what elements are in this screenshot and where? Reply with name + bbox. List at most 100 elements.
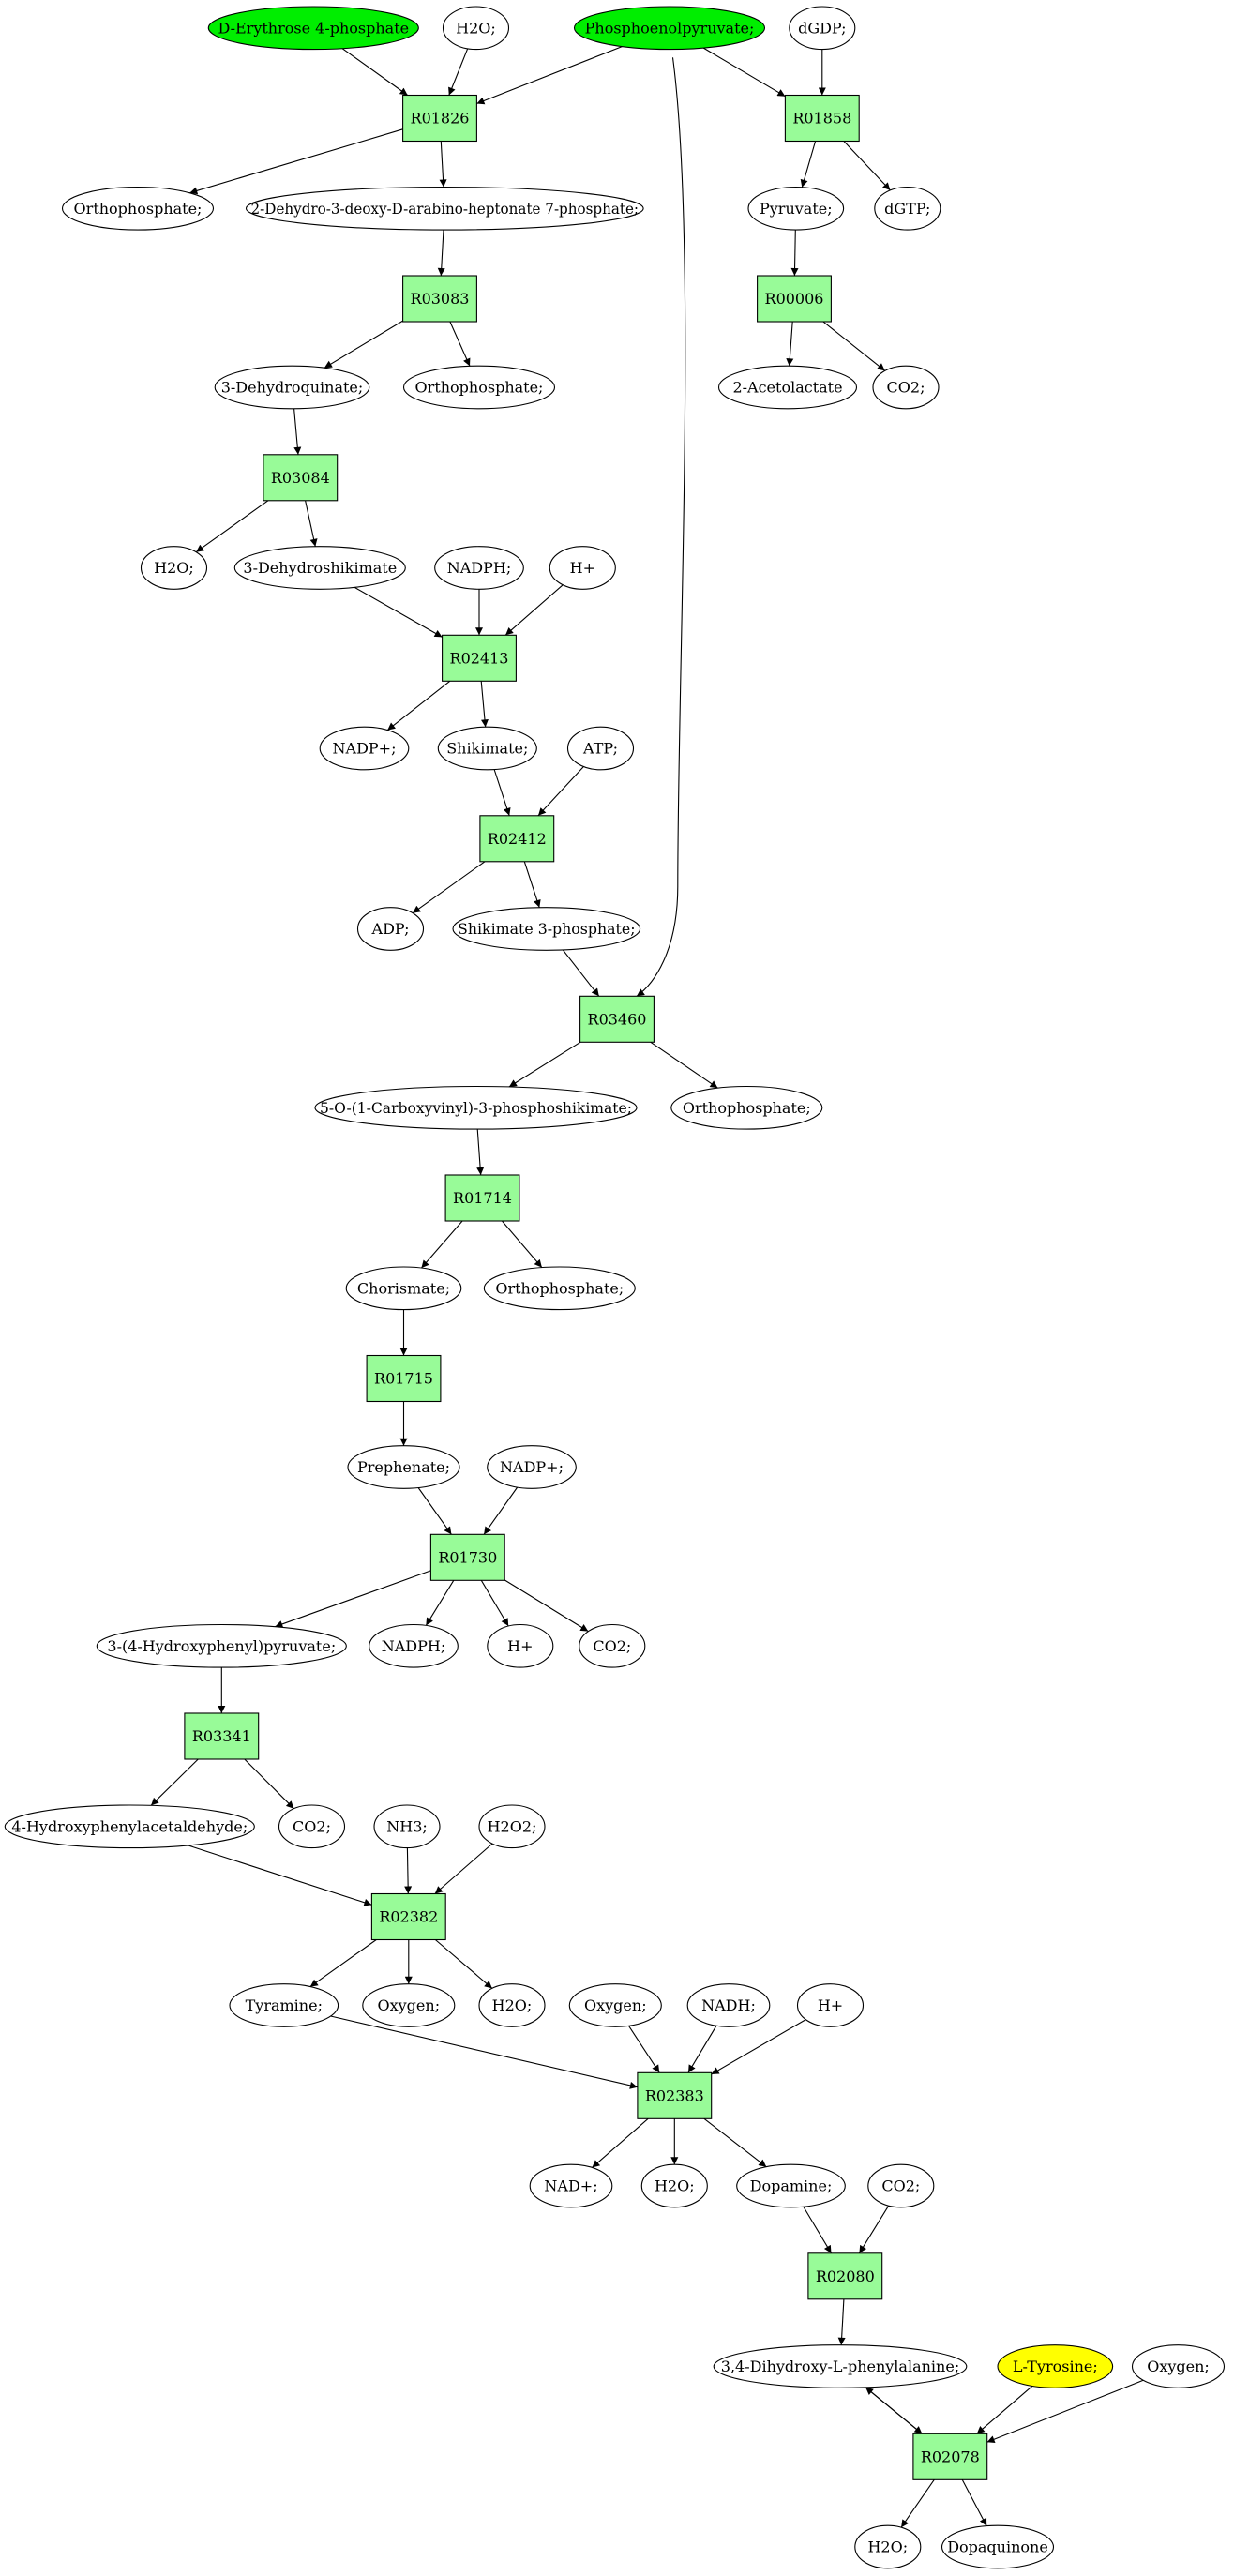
- reaction-box: [402, 94, 477, 143]
- compound-ellipse: [214, 365, 370, 410]
- reaction-node-R03341: R03341: [184, 1712, 260, 1760]
- compound-node-orthophosphate_3: Orthophosphate;: [670, 1085, 823, 1130]
- compound-ellipse: [347, 1445, 460, 1489]
- compound-node-dahp: 2-Dehydro-3-deoxy-D-arabino-heptonate 7-…: [245, 186, 644, 231]
- compound-node-hplus_1: H+: [549, 546, 616, 590]
- reaction-box: [263, 454, 339, 502]
- compound-node-atp: ATP;: [566, 726, 635, 771]
- edge-r_R02413-to-c_shikimate: [480, 681, 489, 728]
- reaction-node-R03460: R03460: [579, 995, 655, 1043]
- node-label: Prephenate;: [357, 1458, 450, 1476]
- edge-r_R01730-to-c_nadph_2: [425, 1580, 455, 1626]
- reaction-box: [784, 94, 860, 143]
- edge-c_atp-to-r_R02412: [537, 766, 584, 817]
- edge-r_R03460-to-c_orthophosphate_3: [650, 1041, 718, 1089]
- edge-c_hplus_3-to-r_R02383: [711, 2019, 806, 2075]
- edge-r_R03084-to-c_h2o_2: [195, 500, 269, 553]
- edge-r_R03460-to-c_epsp: [508, 1041, 581, 1088]
- node-label: CO2;: [881, 2177, 920, 2195]
- node-label: Chorismate;: [357, 1279, 450, 1297]
- edge-r_R03083-to-c_orthophosphate_2: [449, 321, 471, 367]
- compound-ellipse: [356, 907, 425, 951]
- compound-node-ltyrosine: L-Tyrosine;: [997, 2344, 1114, 2388]
- edge-c_nadpplus_2-to-r_R01730: [483, 1486, 519, 1535]
- reaction-node-R02080: R02080: [807, 2252, 883, 2300]
- node-label: NADP+;: [333, 740, 397, 758]
- compound-node-dehydroquinate: 3-Dehydroquinate;: [214, 365, 370, 410]
- node-label: Pyruvate;: [760, 200, 833, 218]
- node-label: H2O2;: [488, 1817, 537, 1835]
- edge-c_shikimate3p-to-r_R03460: [562, 949, 600, 997]
- compound-node-acetolactate: 2-Acetolactate: [717, 365, 858, 410]
- compound-node-orthophosphate_1: Orthophosphate;: [61, 186, 215, 231]
- node-label: H+: [570, 559, 595, 577]
- compound-node-erythrose: D-Erythrose 4-phosphate: [207, 6, 419, 51]
- compound-ellipse: [483, 1266, 636, 1311]
- compound-ellipse: [566, 726, 635, 771]
- edge-r_R01858-to-c_dgtp: [843, 141, 891, 191]
- compound-ellipse: [796, 1983, 865, 2027]
- node-label: dGTP;: [884, 200, 930, 218]
- compound-ellipse: [579, 1623, 646, 1668]
- node-label: 3-Dehydroquinate;: [221, 379, 364, 397]
- node-label: NADH;: [701, 1996, 756, 2014]
- compound-ellipse: [362, 1983, 456, 2027]
- node-label: R02413: [450, 649, 509, 667]
- node-label: R03083: [411, 290, 470, 308]
- node-label: Oxygen;: [378, 1996, 441, 2014]
- compound-node-adp: ADP;: [356, 907, 425, 951]
- compound-ellipse: [487, 1445, 577, 1489]
- node-label: Orthophosphate;: [415, 379, 544, 397]
- node-label: ADP;: [371, 920, 410, 938]
- compound-ellipse: [717, 365, 858, 410]
- compound-ellipse: [686, 1983, 771, 2027]
- compound-node-orthophosphate_4: Orthophosphate;: [483, 1266, 636, 1311]
- node-label: Shikimate 3-phosphate;: [458, 920, 636, 938]
- compound-node-h2o_3: H2O;: [478, 1983, 546, 2027]
- compound-ellipse: [872, 365, 940, 410]
- node-label: CO2;: [593, 1637, 631, 1655]
- reaction-node-R00006: R00006: [757, 275, 832, 323]
- node-label: 2-Dehydro-3-deoxy-D-arabino-heptonate 7-…: [251, 200, 640, 218]
- compound-ellipse: [854, 2524, 922, 2569]
- edge-c_erythrose-to-r_R01826: [341, 48, 409, 96]
- node-label: R02080: [816, 2267, 875, 2285]
- compound-node-h2o_1: H2O;: [442, 6, 510, 51]
- edge-c_hpaa-to-r_R02382: [188, 1845, 372, 1906]
- reaction-node-R01730: R01730: [429, 1533, 505, 1581]
- compound-ellipse: [207, 6, 419, 51]
- edge-r_R01730-to-c_hplus_2: [480, 1580, 509, 1627]
- compound-node-dopaquinone: Dopaquinone: [941, 2524, 1055, 2569]
- edge-c_oxygen_2-to-r_R02383: [628, 2025, 660, 2073]
- compound-ellipse: [369, 1623, 459, 1668]
- edge-r_R02412-to-c_shikimate3p: [523, 861, 541, 908]
- edge-r_R02383-to-c_nadplus: [592, 2117, 649, 2168]
- node-label: H+: [818, 1996, 843, 2014]
- node-label: H2O;: [154, 559, 194, 577]
- node-label: 3-(4-Hydroxyphenyl)pyruvate;: [107, 1637, 336, 1655]
- compound-ellipse: [314, 1085, 638, 1130]
- compound-ellipse: [1131, 2344, 1226, 2388]
- edge-r_R02382-to-c_h2o_3: [434, 1939, 493, 1989]
- compound-node-chorismate: Chorismate;: [345, 1266, 462, 1311]
- reaction-box: [184, 1712, 260, 1760]
- edge-c_pep-to-r_R03460: [636, 57, 686, 997]
- edge-r_R01730-to-c_hpp: [275, 1570, 431, 1628]
- node-label: R01715: [374, 1370, 433, 1388]
- node-label: R01714: [453, 1189, 512, 1207]
- edge-c_epsp-to-r_R01714: [476, 1128, 485, 1176]
- edge-r_R03341-to-c_hpaa: [150, 1758, 199, 1806]
- node-label: R02382: [379, 1908, 438, 1926]
- compound-node-nadph_1: NADPH;: [434, 546, 524, 590]
- reaction-box: [912, 2433, 988, 2480]
- compound-node-hpaa: 4-Hydroxyphenylacetaldehyde;: [4, 1804, 255, 1849]
- reaction-node-R03084: R03084: [263, 454, 339, 502]
- compound-node-h2o_4: H2O;: [640, 2163, 708, 2208]
- node-label: L-Tyrosine;: [1013, 2358, 1098, 2375]
- reaction-node-R03083: R03083: [402, 275, 477, 323]
- compound-ellipse: [867, 2163, 935, 2208]
- compound-ellipse: [568, 1983, 662, 2027]
- edge-c_shikimate-to-r_R02412: [493, 769, 511, 816]
- node-label: R03341: [192, 1727, 251, 1745]
- compound-ellipse: [874, 186, 941, 231]
